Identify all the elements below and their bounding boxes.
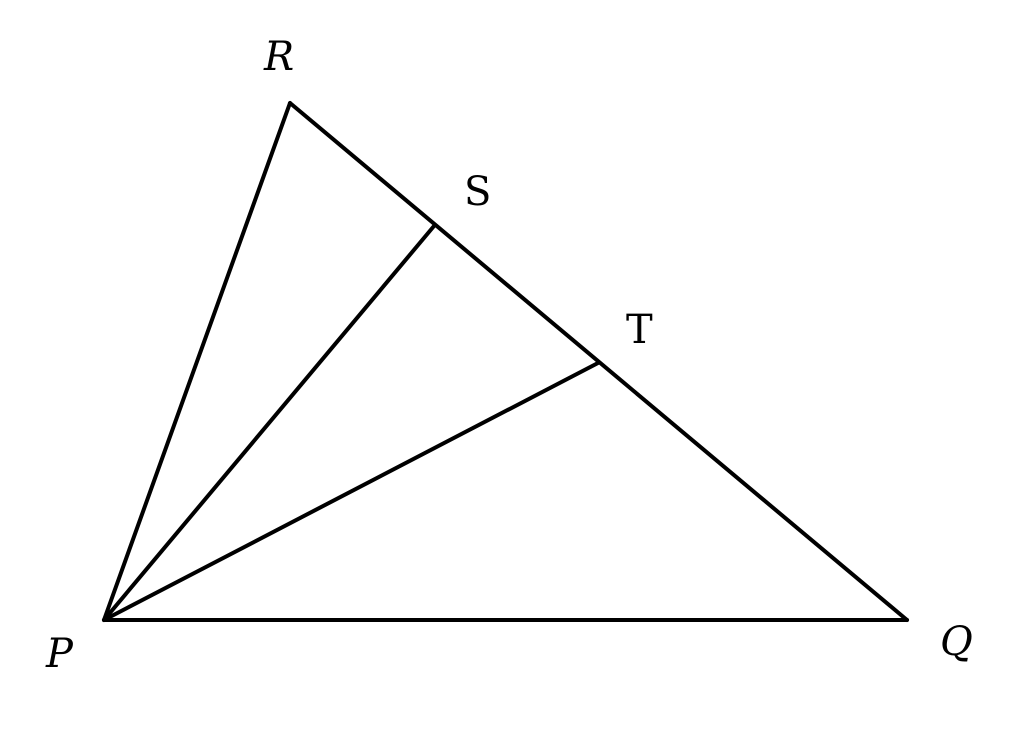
vertex-label-p: P (45, 631, 74, 677)
point-label-s: S (464, 169, 491, 215)
vertex-label-q: Q (940, 619, 973, 665)
segment-pt (102, 361, 600, 622)
segment-pr (102, 101, 292, 622)
vertex-label-r: R (263, 34, 294, 80)
point-label-t: T (626, 307, 653, 353)
segment-ps (102, 224, 436, 622)
